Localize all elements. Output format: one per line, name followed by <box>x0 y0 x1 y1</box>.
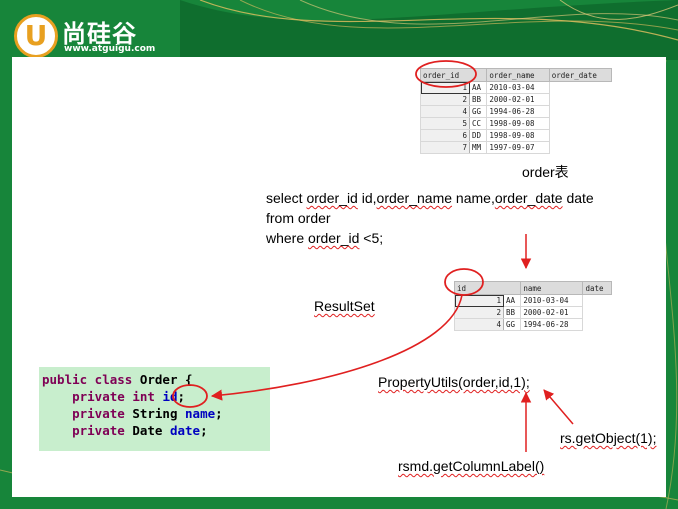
order-table-cell: AA <box>468 81 488 94</box>
brand-logo-letter: U <box>24 19 48 52</box>
sql-statement: select order_id id,order_name name,order… <box>266 188 594 248</box>
resultset-table-cell: 2010-03-04 <box>520 294 584 307</box>
order-table-cell: 1998-09-08 <box>486 117 550 130</box>
order-table-cell: GG <box>468 105 488 118</box>
order-table-header-cell: order_name <box>486 68 550 82</box>
resultset-table-header-cell: name <box>520 281 584 295</box>
brand-logo-icon: U <box>14 14 58 58</box>
resultset-table-cell: 2000-02-01 <box>520 306 584 319</box>
sql-line-from: from order <box>266 210 331 226</box>
order-table-cell: DD <box>468 129 488 142</box>
order-table-row-marker: 1 <box>420 81 470 94</box>
order-table-row-marker: 5 <box>420 117 470 130</box>
resultset-label: ResultSet <box>314 298 375 314</box>
order-table-row-marker: 2 <box>420 93 470 106</box>
order-table-cell: 2000-02-01 <box>486 93 550 106</box>
resultset-table-cell: AA <box>502 294 522 307</box>
resultset-table-header-cell: date <box>582 281 612 295</box>
order-table-cell: 1998-09-08 <box>486 129 550 142</box>
brand-url: www.atguigu.com <box>64 44 156 54</box>
order-table-row-marker: 6 <box>420 129 470 142</box>
order-table-row-marker: 7 <box>420 141 470 154</box>
code-line-date: private Date date; <box>72 423 208 438</box>
order-table-cell: MM <box>468 141 488 154</box>
order-table-cell: 2010-03-04 <box>486 81 550 94</box>
get-column-label-call: rsmd.getColumnLabel() <box>398 458 545 474</box>
code-line-name: private String name; <box>72 406 223 421</box>
resultset-table-cell: GG <box>502 318 522 331</box>
get-object-call: rs.getObject(1); <box>560 430 657 446</box>
order-class-code: public class Order { private int id; pri… <box>39 367 270 451</box>
order-table-cell: 1997-09-07 <box>486 141 550 154</box>
resultset-table-header-cell: id <box>453 281 522 295</box>
sql-line-select: select order_id id,order_name name,order… <box>266 190 594 206</box>
resultset-table-row-marker: 1 <box>454 294 504 307</box>
code-line-id: private int id; <box>72 389 186 404</box>
order-table-cell: BB <box>468 93 488 106</box>
sql-line-where: where order_id <5; <box>266 230 384 246</box>
resultset-table-cell: 1994-06-28 <box>520 318 584 331</box>
order-table-cell: 1994-06-28 <box>486 105 550 118</box>
property-utils-call: PropertyUtils(order,id,1); <box>378 374 530 390</box>
order-table-caption: order表 <box>522 164 569 180</box>
order-table-header-cell: order_id <box>419 68 488 82</box>
order-table-header-cell: order_date <box>548 68 613 82</box>
code-line-class: public class Order { <box>42 372 193 387</box>
brand-name: 尚硅谷 <box>62 20 137 48</box>
resultset-table-row-marker: 4 <box>454 318 504 331</box>
resultset-table-cell: BB <box>502 306 522 319</box>
order-table-row-marker: 4 <box>420 105 470 118</box>
resultset-table-row-marker: 2 <box>454 306 504 319</box>
order-table-cell: CC <box>468 117 488 130</box>
